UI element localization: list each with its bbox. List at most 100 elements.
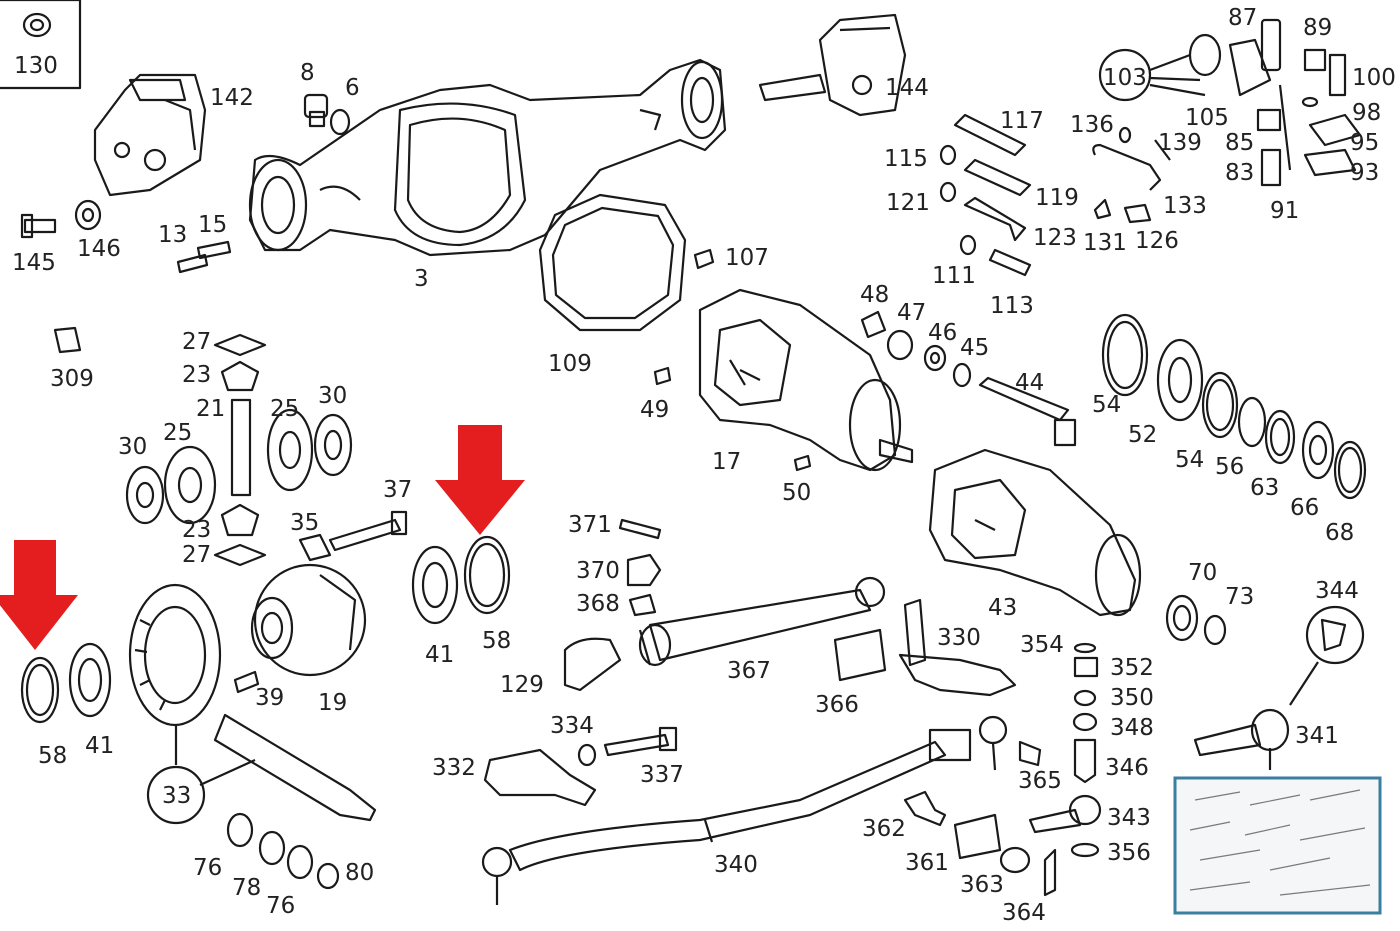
part-70-73 xyxy=(1165,594,1227,646)
label-363: 363 xyxy=(960,872,1004,898)
label-52: 52 xyxy=(1128,422,1157,448)
label-19: 19 xyxy=(318,690,347,716)
part-41-58-upper xyxy=(411,535,511,625)
part-bolts-117-113 xyxy=(939,113,1032,277)
label-23-upper: 23 xyxy=(182,362,211,388)
label-44: 44 xyxy=(1015,370,1044,396)
label-367: 367 xyxy=(727,658,771,684)
label-56: 56 xyxy=(1215,454,1244,480)
label-93: 93 xyxy=(1350,160,1379,186)
label-63: 63 xyxy=(1250,475,1279,501)
label-113: 113 xyxy=(990,293,1034,319)
part-332-337 xyxy=(483,726,678,807)
label-73: 73 xyxy=(1225,584,1254,610)
label-130: 130 xyxy=(14,53,58,79)
label-68: 68 xyxy=(1325,520,1354,546)
label-346: 346 xyxy=(1105,755,1149,781)
label-76-right: 76 xyxy=(266,893,295,919)
part-43-housing xyxy=(928,448,1142,617)
label-41-upper: 41 xyxy=(425,642,454,668)
label-131: 131 xyxy=(1083,230,1127,256)
label-80: 80 xyxy=(345,860,374,886)
part-340-drag-link xyxy=(481,715,1042,905)
label-330: 330 xyxy=(937,625,981,651)
label-145: 145 xyxy=(12,250,56,276)
label-35: 35 xyxy=(290,510,319,536)
label-25-right: 25 xyxy=(270,396,299,422)
part-13-15-pins xyxy=(176,240,232,274)
label-17: 17 xyxy=(712,449,741,475)
label-115: 115 xyxy=(884,146,928,172)
label-48: 48 xyxy=(860,282,889,308)
label-39: 39 xyxy=(255,685,284,711)
label-27-upper: 27 xyxy=(182,329,211,355)
label-45: 45 xyxy=(960,335,989,361)
label-370: 370 xyxy=(576,558,620,584)
part-341-344 xyxy=(1193,605,1365,770)
label-46: 46 xyxy=(928,320,957,346)
label-337: 337 xyxy=(640,762,684,788)
label-129: 129 xyxy=(500,672,544,698)
label-76-left: 76 xyxy=(193,855,222,881)
label-50: 50 xyxy=(782,480,811,506)
label-103: 103 xyxy=(1103,65,1147,91)
label-348: 348 xyxy=(1110,715,1154,741)
label-70: 70 xyxy=(1188,560,1217,586)
label-109: 109 xyxy=(548,351,592,377)
part-44-48-cluster xyxy=(860,310,1077,447)
label-334: 334 xyxy=(550,713,594,739)
label-30-right: 30 xyxy=(318,383,347,409)
label-58-upper: 58 xyxy=(482,628,511,654)
part-142-bracket xyxy=(93,73,207,197)
label-107: 107 xyxy=(725,245,769,271)
label-133: 133 xyxy=(1163,193,1207,219)
label-54-lower: 54 xyxy=(1175,447,1204,473)
part-130-box xyxy=(0,0,82,90)
label-366: 366 xyxy=(815,692,859,718)
label-91: 91 xyxy=(1270,198,1299,224)
label-354: 354 xyxy=(1020,632,1064,658)
part-367-linkage xyxy=(563,518,886,692)
highlight-arrow-lower xyxy=(0,540,78,650)
label-6: 6 xyxy=(345,75,360,101)
label-87: 87 xyxy=(1228,5,1257,31)
label-111: 111 xyxy=(932,263,976,289)
label-365: 365 xyxy=(1018,768,1062,794)
label-83: 83 xyxy=(1225,160,1254,186)
label-58-lower: 58 xyxy=(38,743,67,769)
label-119: 119 xyxy=(1035,185,1079,211)
part-17-carrier xyxy=(653,288,914,472)
label-8: 8 xyxy=(300,60,315,86)
label-43: 43 xyxy=(988,595,1017,621)
part-330-366 xyxy=(833,598,1017,697)
part-41-58-lower xyxy=(20,642,112,724)
label-33: 33 xyxy=(162,783,191,809)
label-362: 362 xyxy=(862,816,906,842)
label-49: 49 xyxy=(640,397,669,423)
part-labels: 130 142 8 6 144 87 89 103 100 98 105 95 … xyxy=(12,5,1396,926)
label-13: 13 xyxy=(158,222,187,248)
label-343: 343 xyxy=(1107,805,1151,831)
part-19-case xyxy=(233,563,367,694)
overview-thumbnail xyxy=(1173,776,1382,915)
label-66: 66 xyxy=(1290,495,1319,521)
part-8-6 xyxy=(303,93,351,136)
label-30-left: 30 xyxy=(118,434,147,460)
part-136-139-cluster xyxy=(1092,126,1171,224)
label-344: 344 xyxy=(1315,578,1359,604)
label-340: 340 xyxy=(714,852,758,878)
label-78: 78 xyxy=(232,875,261,901)
part-bearings-52-68 xyxy=(1101,313,1367,500)
label-85: 85 xyxy=(1225,130,1254,156)
label-23-lower: 23 xyxy=(182,517,211,543)
label-368: 368 xyxy=(576,591,620,617)
label-100: 100 xyxy=(1352,65,1396,91)
label-54-upper: 54 xyxy=(1092,392,1121,418)
label-350: 350 xyxy=(1110,685,1154,711)
label-144: 144 xyxy=(885,75,929,101)
part-76-80 xyxy=(226,812,340,890)
label-356: 356 xyxy=(1107,840,1151,866)
part-144-bracket xyxy=(758,13,907,117)
